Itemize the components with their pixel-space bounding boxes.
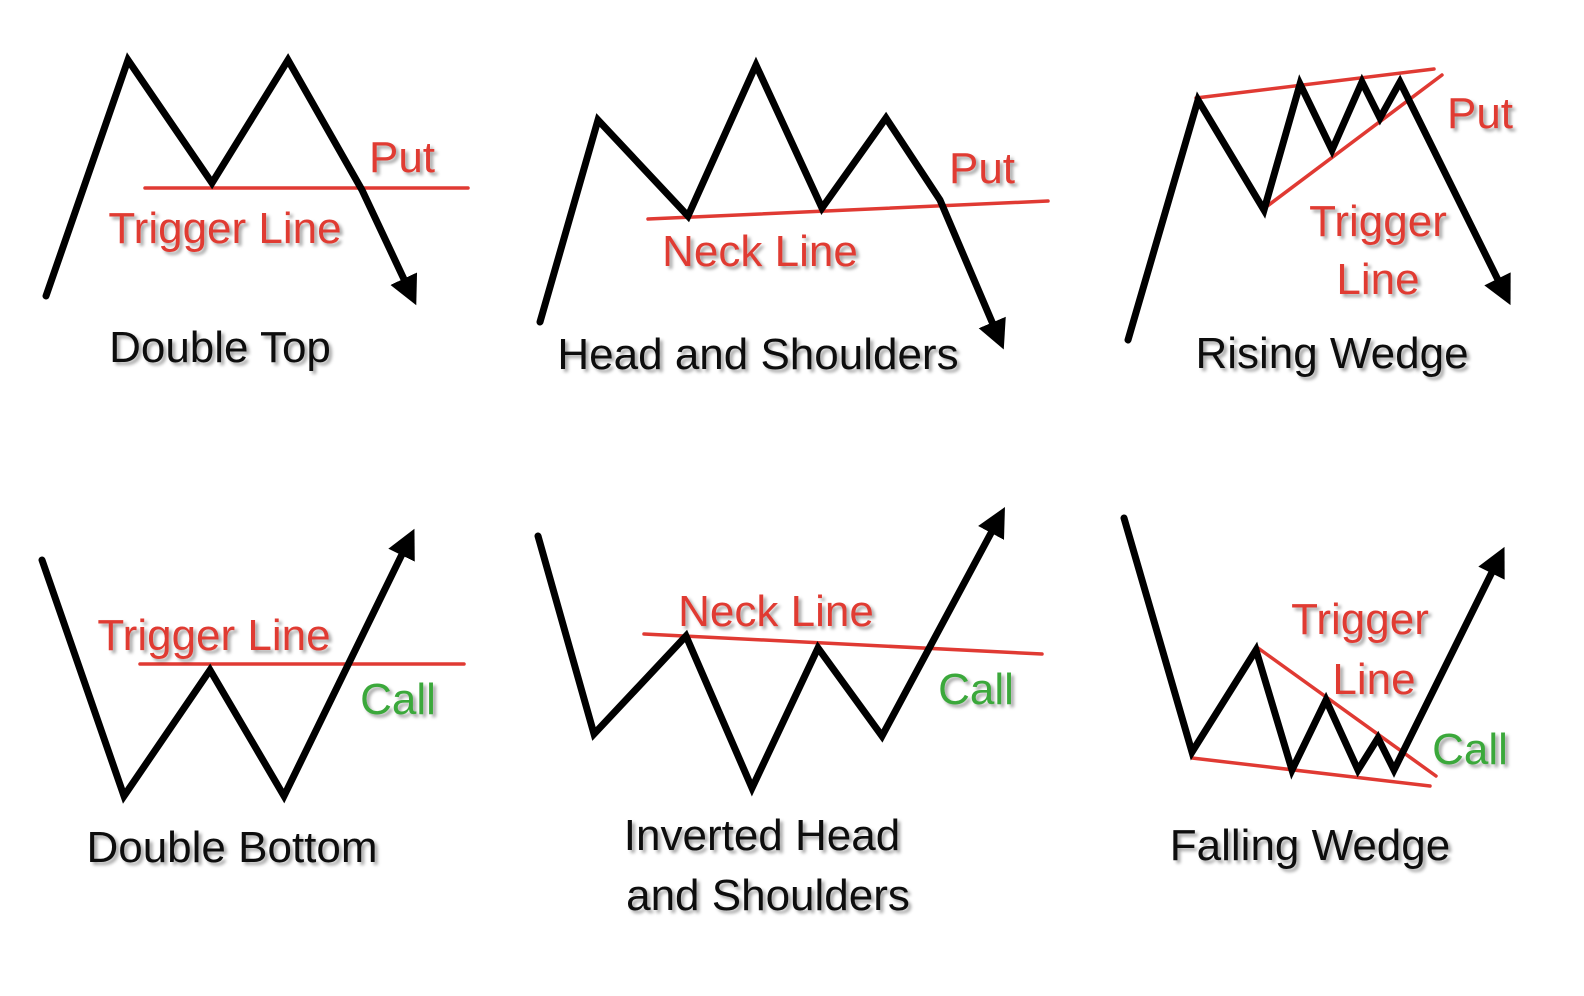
neck-line	[646, 199, 1050, 221]
pattern-title: Falling Wedge	[1170, 821, 1450, 870]
signal-label: Put	[369, 133, 435, 182]
panel-head-and-shoulders: Put Neck Line Head and Shoulders	[536, 56, 1050, 379]
trigger-line-label-line2: Line	[1336, 255, 1419, 304]
price-path	[536, 56, 1006, 350]
panel-inverted-head-and-shoulders: Neck Line Call Inverted Head and Shoulde…	[534, 507, 1044, 920]
panel-rising-wedge: Put Trigger Line Rising Wedge	[1124, 67, 1513, 378]
signal-label: Put	[949, 144, 1015, 193]
trigger-line-label-line1: Trigger	[1309, 197, 1447, 246]
trigger-line-label: Trigger Line	[97, 611, 330, 660]
price-path	[1120, 514, 1505, 780]
lower-trend-line	[1190, 756, 1432, 788]
upper-trend-line	[1194, 67, 1436, 100]
pattern-title-line1: Inverted Head	[624, 811, 900, 860]
price-path	[534, 507, 1005, 797]
trigger-line	[1260, 73, 1444, 212]
panel-falling-wedge: Trigger Line Call Falling Wedge	[1120, 514, 1508, 870]
trigger-line-label-line1: Trigger	[1291, 595, 1429, 644]
trigger-line	[1256, 646, 1438, 778]
signal-label: Call	[1432, 725, 1508, 774]
neck-line-label: Neck Line	[678, 587, 874, 636]
neck-line	[642, 632, 1044, 656]
price-path	[42, 52, 418, 306]
neck-line-label: Neck Line	[662, 227, 858, 276]
price-path	[1124, 73, 1511, 344]
pattern-title: Double Top	[109, 323, 331, 372]
panel-double-top: Put Trigger Line Double Top	[42, 52, 470, 372]
panel-double-bottom: Trigger Line Call Double Bottom	[38, 528, 466, 872]
trigger-line-label-line2: Line	[1332, 655, 1415, 704]
signal-label: Put	[1447, 89, 1513, 138]
pattern-title: Head and Shoulders	[557, 330, 958, 379]
trigger-line-label: Trigger Line	[108, 204, 341, 253]
signal-label: Call	[360, 675, 436, 724]
pattern-title: Rising Wedge	[1195, 329, 1468, 378]
pattern-title-line2: and Shoulders	[626, 871, 910, 920]
pattern-title: Double Bottom	[86, 823, 377, 872]
price-path	[38, 528, 415, 804]
signal-label: Call	[938, 665, 1014, 714]
